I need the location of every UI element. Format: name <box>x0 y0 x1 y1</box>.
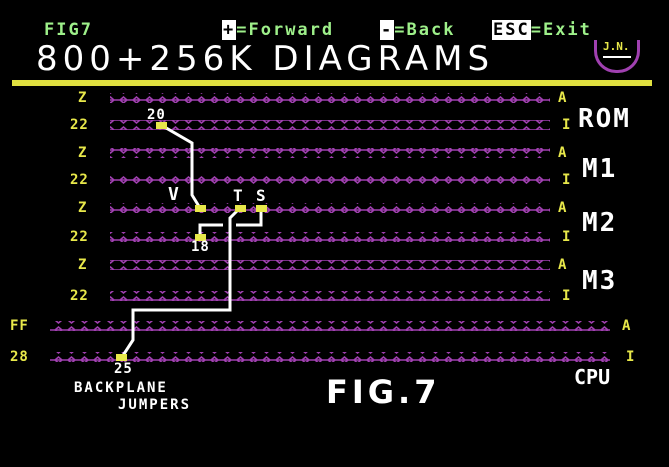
exit-label: =Exit <box>530 20 592 40</box>
jumper-wires <box>120 123 263 358</box>
rail-right-label: A <box>558 257 568 273</box>
rail-right-label: I <box>562 229 572 245</box>
rail-right-label: A <box>558 145 568 161</box>
rail-right-label: I <box>562 117 572 133</box>
pad-t <box>235 205 246 212</box>
pad-20 <box>156 122 167 129</box>
rail-left-label: FF <box>10 318 29 334</box>
bus-rail <box>110 120 550 130</box>
wire-t-25 <box>120 206 242 358</box>
jumper-t-label: T <box>233 186 244 205</box>
page-title: 800+256K DIAGRAMS <box>36 39 495 79</box>
jumper-20-label: 20 <box>147 107 166 123</box>
bus-rail <box>110 232 550 242</box>
rail-left-label: Z <box>78 257 88 273</box>
jumper-s-label: S <box>256 186 267 205</box>
forward-hint[interactable]: +=Forward <box>222 20 335 40</box>
board-rom: ROM <box>578 104 631 134</box>
pads <box>116 122 267 361</box>
rail-left-label: Z <box>78 90 88 106</box>
rail-right-label: I <box>562 288 572 304</box>
logo: J.N. <box>594 40 640 73</box>
rail-right-label: A <box>622 318 632 334</box>
rail-right-label: A <box>558 200 568 216</box>
bus-rail <box>50 352 610 362</box>
board-m2: M2 <box>582 208 618 238</box>
rail-right-label: I <box>626 349 636 365</box>
rail-right-label: I <box>562 172 572 188</box>
rail-left-label: Z <box>78 200 88 216</box>
board-m1: M1 <box>582 154 618 184</box>
pad-v <box>195 205 206 212</box>
rail-left-label: 28 <box>10 349 29 365</box>
bus-rail <box>50 321 610 331</box>
board-cpu: CPU <box>574 365 611 389</box>
back-label: =Back <box>394 20 456 40</box>
pad-25 <box>116 354 127 361</box>
bus-rail <box>110 93 550 103</box>
bus-rail <box>110 148 550 158</box>
exit-key: ESC <box>492 20 531 40</box>
wire-18 <box>198 223 223 237</box>
figure-title: FIG.7 <box>326 373 441 411</box>
rail-right-label: A <box>558 90 568 106</box>
fig-code: FIG7 <box>44 20 93 40</box>
jumper-25-label: 25 <box>114 361 133 377</box>
header-divider <box>12 80 652 86</box>
forward-key: + <box>222 20 237 40</box>
board-m3: M3 <box>582 266 618 296</box>
rail-left-label: 22 <box>70 288 89 304</box>
logo-text: J.N. <box>603 40 630 53</box>
rail-left-label: Z <box>78 145 88 161</box>
rail-left-label: 22 <box>70 117 89 133</box>
exit-hint[interactable]: ESC=Exit <box>492 20 592 40</box>
caption-line2: JUMPERS <box>118 397 192 413</box>
wire-s <box>236 208 263 227</box>
pad-s <box>256 205 267 212</box>
jumper-18-label: 18 <box>191 239 210 255</box>
jumper-v-label: V <box>168 184 180 205</box>
bus-rail <box>110 203 550 213</box>
rail-left-label: 22 <box>70 229 89 245</box>
wire-20 <box>160 123 202 209</box>
pad-18 <box>195 234 206 241</box>
forward-label: =Forward <box>236 20 335 40</box>
back-key: - <box>380 20 395 40</box>
bus-rail <box>110 175 550 185</box>
bus-rail <box>110 291 550 301</box>
caption-line1: BACKPLANE <box>74 380 168 396</box>
bus-rail <box>110 260 550 270</box>
back-hint[interactable]: -=Back <box>380 20 456 40</box>
rail-left-label: 22 <box>70 172 89 188</box>
